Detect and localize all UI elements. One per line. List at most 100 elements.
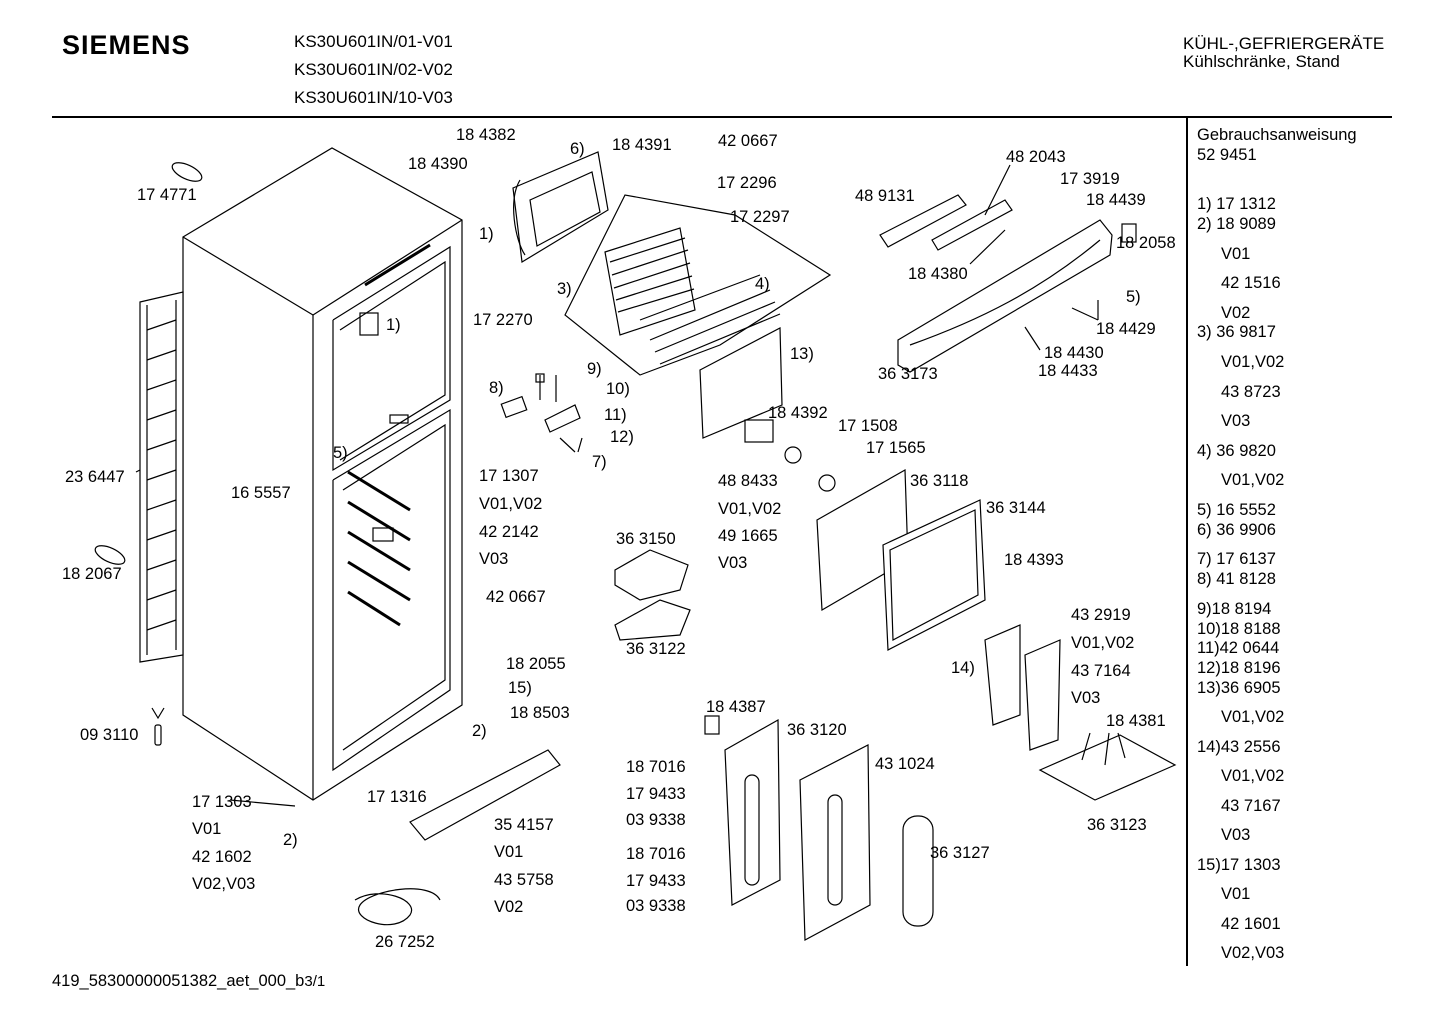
part-label: 17 2297 [730,208,790,226]
model-number: KS30U601IN/10-V03 [294,88,453,107]
brand-logo: SIEMENS [62,30,191,60]
part-label: 36 3120 [787,721,847,739]
part-label: 43 7164 [1071,662,1131,680]
part-labels: 17 4771 23 6447 18 2067 09 3110 1) 5) 16… [62,126,1176,951]
part-label: 18 4387 [706,698,766,716]
sidebar-line: V02,V03 [1221,944,1285,962]
part-label: 1) [479,225,494,243]
part-label: 9) [587,360,602,378]
sidebar-line: 10)18 8188 [1197,620,1281,638]
sidebar-line: 15)17 1303 [1197,856,1281,874]
part-label: 43 2919 [1071,606,1131,624]
part-label: 48 9131 [855,187,915,205]
part-label: 36 3173 [878,365,938,383]
sidebar-line: 1) 17 1312 [1197,195,1276,213]
document-code: 419_58300000051382_aet_000_b [52,972,305,990]
sidebar-line: 52 9451 [1197,146,1257,164]
part-label: 10) [606,380,630,398]
part-label: 43 1024 [875,755,935,773]
subcategory-title: Kühlschränke, Stand [1183,52,1340,71]
part-label: 15) [508,679,532,697]
part-label: 18 4433 [1038,362,1098,380]
part-label: 18 4430 [1044,344,1104,362]
part-label: 48 2043 [1006,148,1066,166]
sidebar-line: 5) 16 5552 [1197,501,1276,519]
part-label: V03 [1071,689,1100,707]
part-label: 18 4392 [768,404,828,422]
sidebar-line: 43 8723 [1221,383,1281,401]
part-label: 14) [951,659,975,677]
part-label: 18 7016 [626,758,686,776]
sidebar-line: 12)18 8196 [1197,659,1281,677]
model-number: KS30U601IN/01-V01 [294,32,453,51]
sidebar-line: 9)18 8194 [1197,600,1272,618]
part-label: 18 2055 [506,655,566,673]
part-label: 17 1307 [479,467,539,485]
part-label: 17 4771 [137,186,197,204]
part-label: 36 3144 [986,499,1046,517]
part-label: 17 9433 [626,785,686,803]
part-label: 2) [472,722,487,740]
part-label: 23 6447 [65,468,125,486]
part-label: 18 7016 [626,845,686,863]
part-label: 18 2058 [1116,234,1176,252]
part-label: 3) [557,280,572,298]
part-label: 13) [790,345,814,363]
part-label: 4) [755,275,770,293]
part-label: 17 1316 [367,788,427,806]
sidebar-line: V02 [1221,304,1251,322]
sidebar-line: 42 1601 [1221,915,1281,933]
sidebar-heading: Gebrauchsanweisung [1197,126,1357,144]
part-label: 17 3919 [1060,170,1120,188]
part-label: V02 [494,898,523,916]
sidebar-line: 3) 36 9817 [1197,323,1276,341]
part-label: 36 3118 [910,472,968,490]
part-label: 18 4429 [1096,320,1156,338]
part-label: 03 9338 [626,897,686,915]
sidebar-line: 6) 36 9906 [1197,521,1276,539]
sidebar-line: 43 7167 [1221,797,1281,815]
part-label: 18 4439 [1086,191,1146,209]
part-label: 6) [570,140,585,158]
part-label: V03 [479,550,508,568]
part-label: 17 1303 [192,793,252,811]
part-label: 2) [283,831,298,849]
part-label: 43 5758 [494,871,554,889]
part-label: 5) [1126,288,1141,306]
part-label: 09 3110 [80,726,138,744]
part-label: 03 9338 [626,811,686,829]
part-label: 12) [610,428,634,446]
part-label: 18 4391 [612,136,672,154]
sidebar-line: 4) 36 9820 [1197,442,1276,460]
sidebar-line: 11)42 0644 [1197,639,1280,657]
part-label: 36 3150 [616,530,676,548]
part-label: 5) [333,444,348,462]
part-label: 26 7252 [375,933,435,951]
condenser-drawing [135,291,184,663]
part-label: 7) [592,453,607,471]
part-label: 18 4390 [408,155,468,173]
part-label: 18 4393 [1004,551,1064,569]
part-label: 48 8433 [718,472,778,490]
sidebar-line: 42 1516 [1221,274,1281,292]
sidebar-line: 7) 17 6137 [1197,550,1276,568]
sidebar-line: V01,V02 [1221,767,1285,785]
part-label: V01,V02 [479,495,542,513]
sidebar-line: V03 [1221,412,1251,430]
sidebar-line: 13)36 6905 [1197,679,1281,697]
part-label: 18 4382 [456,126,516,144]
sidebar-line: V01 [1221,245,1251,263]
sidebar-line: V01 [1221,885,1251,903]
sidebar-divider [1186,118,1188,966]
part-label: 17 1508 [838,417,898,435]
part-label: 42 0667 [486,588,546,606]
part-label: 42 0667 [718,132,778,150]
sidebar-line: 8) 41 8128 [1197,570,1276,588]
part-label: 18 4380 [908,265,968,283]
part-label: V01,V02 [718,500,781,518]
part-label: V01 [494,843,523,861]
part-label: 18 8503 [510,704,570,722]
category-title: KÜHL-,GEFRIERGERÄTE [1183,34,1385,53]
sidebar-line: V01,V02 [1221,353,1285,371]
